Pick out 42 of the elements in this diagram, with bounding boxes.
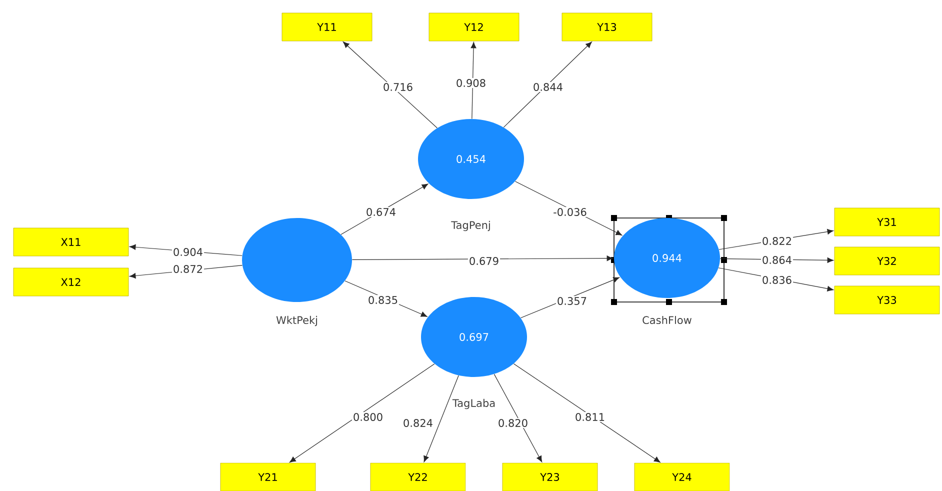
edge-label: 0.357 [556, 296, 588, 306]
construct-name: WktPekj [276, 316, 318, 326]
edge-label: -0.036 [552, 207, 588, 217]
indicator-box: X12 [13, 268, 129, 296]
edge-label: 0.822 [760, 236, 794, 246]
edge-label: 0.820 [496, 418, 530, 428]
indicator-box: Y21 [220, 462, 316, 491]
edge-label: 0.835 [366, 295, 400, 305]
arrow [290, 364, 435, 462]
edge-label: 0.836 [760, 275, 794, 285]
indicator-box: Y12 [428, 12, 520, 42]
indicator-box: Y24 [634, 462, 730, 491]
edge-label: 0.908 [454, 78, 488, 88]
edge-label: 0.904 [172, 247, 204, 257]
indicator-box: Y33 [834, 286, 940, 314]
arrow [513, 363, 660, 462]
indicator-box: X11 [13, 228, 129, 256]
edge-label: 0.844 [532, 82, 564, 92]
edge-label: 0.872 [172, 264, 204, 274]
arrow [352, 256, 614, 262]
indicator-box: Y23 [502, 462, 598, 491]
indicator-box: Y11 [282, 12, 372, 42]
edge-label: 0.674 [364, 207, 398, 217]
arrow [503, 42, 592, 128]
indicator-box: Y22 [370, 462, 466, 491]
arrow [424, 375, 459, 462]
arrow [343, 42, 438, 128]
edge-label: 0.800 [352, 412, 384, 422]
indicator-box: Y32 [834, 246, 940, 276]
edge-label: 0.811 [574, 412, 606, 422]
edge-label: 0.716 [382, 82, 414, 92]
arrow [470, 42, 476, 120]
arrow [494, 374, 542, 462]
construct-name: CashFlow [642, 316, 692, 324]
construct-circle [242, 218, 352, 302]
indicator-box: Y13 [562, 12, 652, 42]
construct-name: TagPenj [451, 220, 490, 232]
edge-label: 0.824 [402, 418, 434, 428]
indicator-box: Y31 [834, 208, 940, 236]
edge-label: 0.864 [760, 255, 794, 265]
edge-label: 0.679 [468, 256, 500, 266]
construct-name: TagLaba [452, 398, 495, 410]
